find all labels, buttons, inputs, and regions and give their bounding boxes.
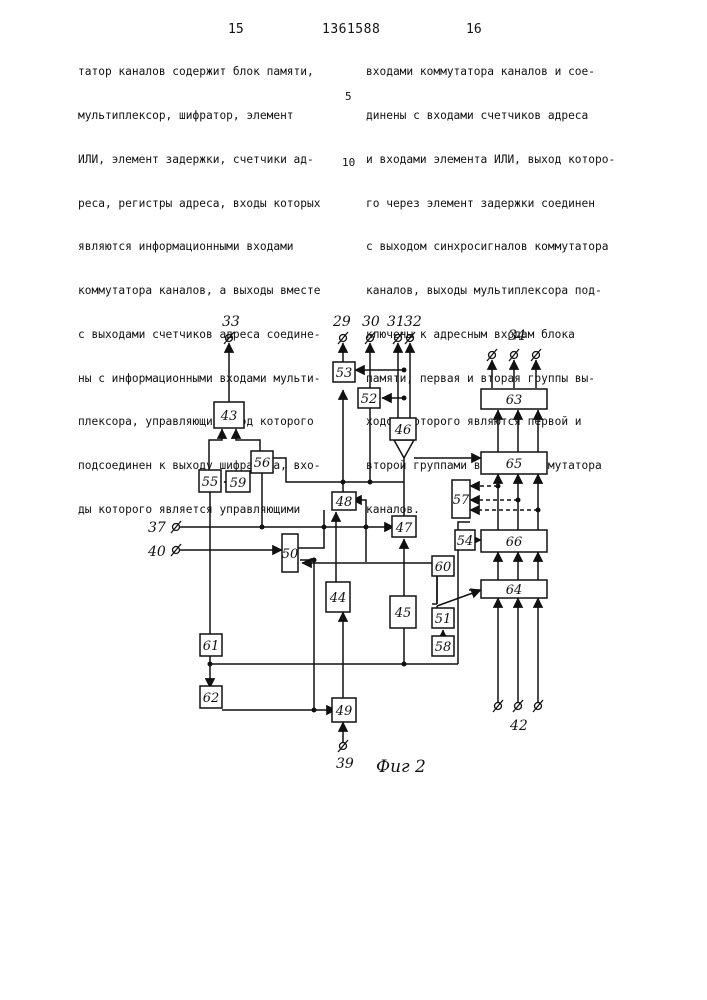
terminal-42-label: 42 [509,718,528,734]
terminal-39-label: 39 [336,756,354,772]
block-66-label: 66 [506,535,523,550]
terminal-32-label: 32 [404,314,422,330]
block-52-label: 52 [361,392,378,407]
block-57-label: 57 [453,493,470,508]
block-51-label: 51 [435,612,452,627]
block-60: 60 [432,556,454,576]
block-61-label: 61 [203,639,220,654]
block-54-label: 54 [457,534,474,549]
block-53-label: 53 [336,366,353,381]
block-65-label: 65 [506,457,523,472]
block-61: 61 [200,634,222,656]
block-58: 58 [432,636,454,656]
block-63-label: 63 [506,393,523,408]
block-46-label: 46 [394,423,412,438]
block-50-label: 50 [282,547,299,562]
block-60-label: 60 [435,560,452,575]
block-59-label: 59 [230,476,247,491]
block-58-label: 58 [435,640,452,655]
terminal-30-label: 30 [362,314,380,330]
block-47: 47 [392,516,416,537]
block-52: 52 [358,388,380,408]
block-44: 44 [326,582,350,612]
block-62-label: 62 [203,691,220,706]
block-56-label: 56 [254,456,271,471]
block-62: 62 [200,686,222,708]
block-63: 63 [481,389,547,409]
block-43-label: 43 [220,409,238,424]
block-55: 55 [199,470,221,492]
block-55-label: 55 [202,475,219,490]
figure-caption: Фиг 2 [376,757,426,777]
block-46: 46 [390,418,416,440]
block-66: 66 [481,530,547,552]
block-64: 64 [481,580,547,598]
block-56: 56 [251,451,273,473]
block-48-label: 48 [335,495,353,510]
block-57: 57 [452,480,470,518]
block-54: 54 [455,530,475,550]
terminal-40-label: 40 [147,544,166,560]
terminal-33-label: 33 [222,314,240,330]
block-65: 65 [481,452,547,474]
block-47-label: 47 [395,521,413,536]
terminal-37-label: 37 [148,520,166,536]
block-59: 59 [226,471,250,492]
terminal-29-label: 29 [332,314,351,330]
dashed-feedback [470,486,538,510]
block-43: 43 [214,402,244,428]
block-51: 51 [432,608,454,628]
block-64-label: 64 [506,583,523,598]
block-50: 50 [282,534,299,572]
block-53: 53 [333,362,355,382]
terminal-31-label: 31 [387,314,405,330]
block-49-label: 49 [335,704,353,719]
block-49: 49 [332,698,356,722]
block-44-label: 44 [329,591,347,606]
terminal-34-label: 34 [508,328,526,344]
block-48: 48 [332,492,356,510]
block-45: 45 [390,596,416,628]
block-45-label: 45 [394,606,412,621]
